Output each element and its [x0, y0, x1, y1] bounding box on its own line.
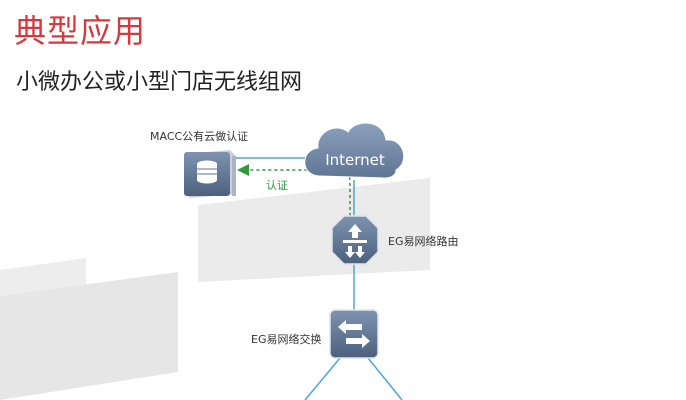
link-switch-down-right [367, 357, 403, 400]
router-icon [331, 215, 379, 265]
router-label: EG易网络路由 [388, 235, 459, 248]
link-switch-down-left [304, 357, 341, 400]
switch-icon [329, 309, 379, 359]
server-icon [184, 150, 236, 198]
cloud-icon: Internet [304, 122, 405, 179]
page-subtitle: 小微办公或小型门店无线组网 [16, 70, 303, 95]
macc-label: MACC公有云做认证 [150, 130, 249, 143]
page-title: 典型应用 [14, 12, 147, 50]
background-panels [0, 178, 430, 400]
switch-label: EG易网络交换 [251, 333, 322, 346]
auth-label: 认证 [266, 179, 288, 192]
internet-label: Internet [325, 151, 385, 169]
bg-panel-left-lower [0, 272, 178, 400]
